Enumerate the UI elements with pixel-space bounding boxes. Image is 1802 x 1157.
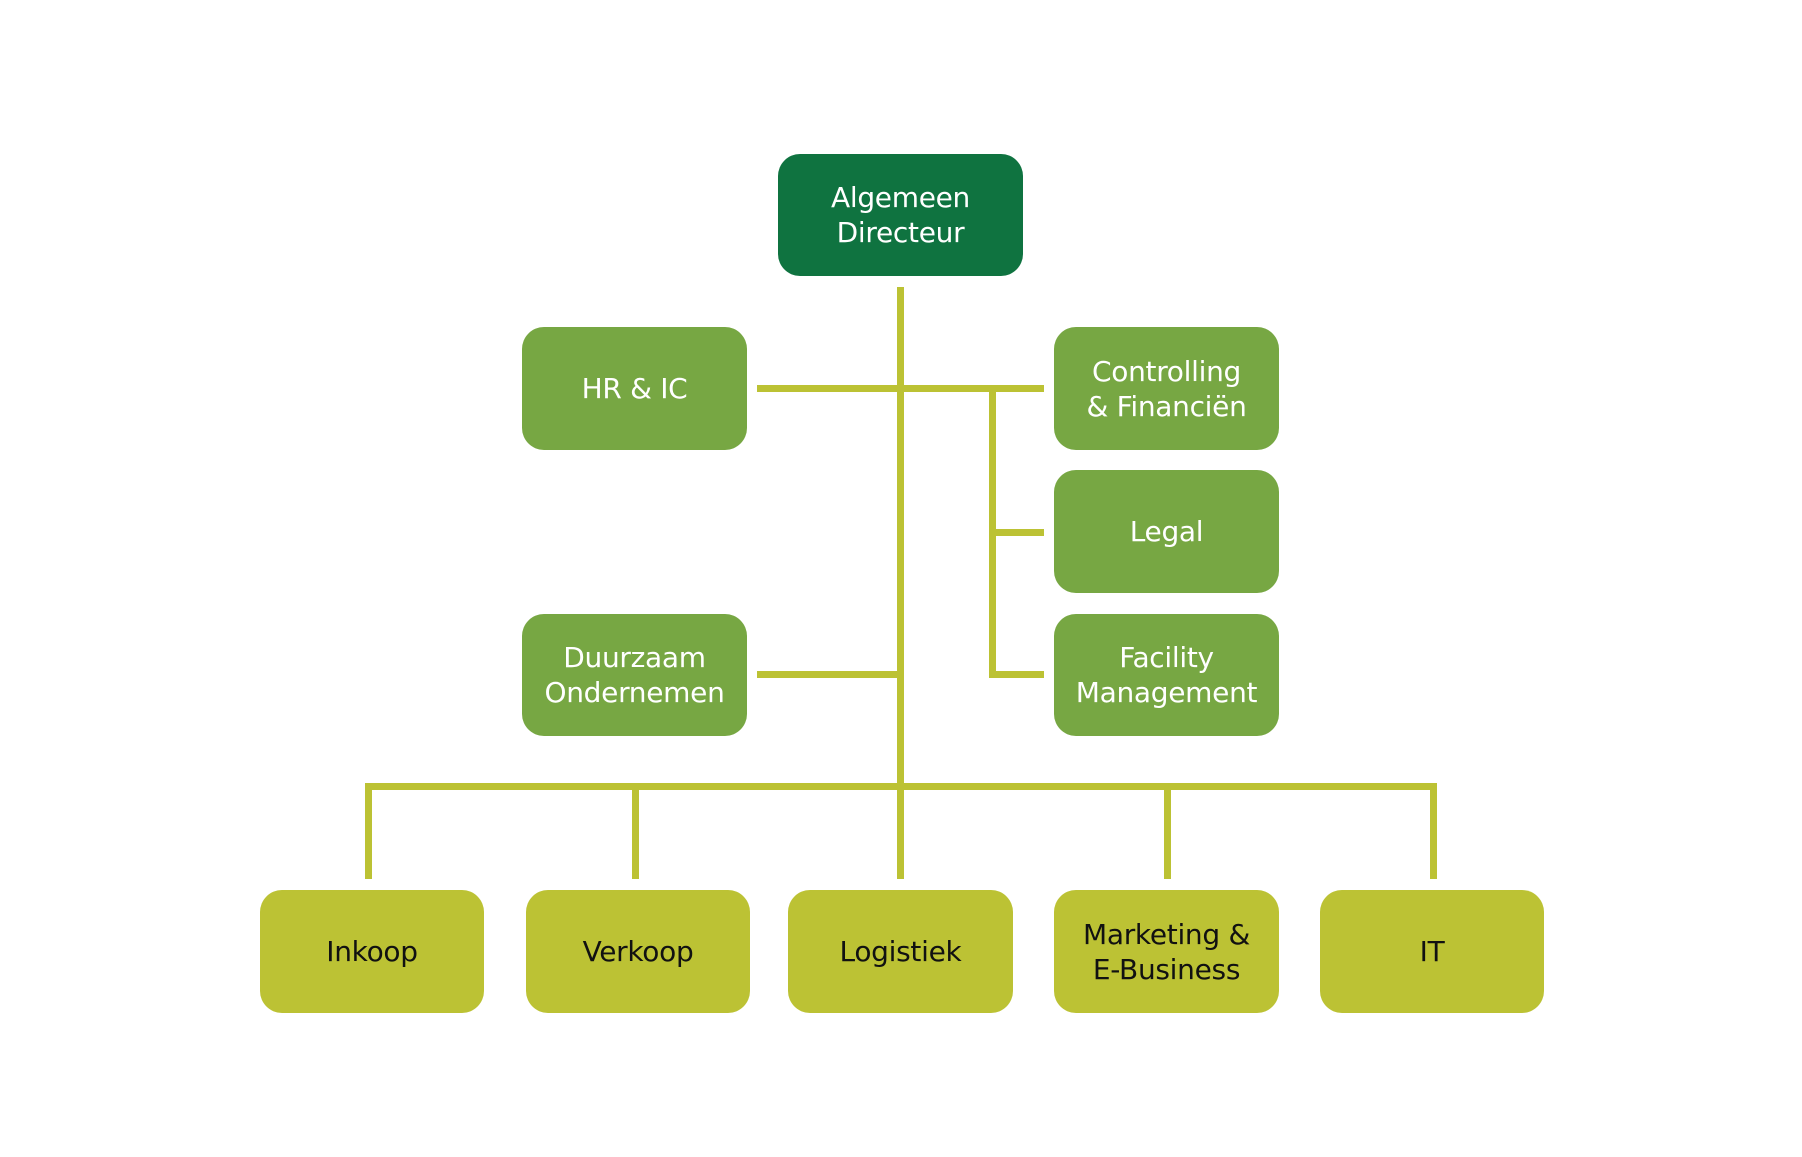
node-label: IT bbox=[1419, 935, 1445, 968]
connector-inkoop bbox=[365, 783, 372, 879]
node-label: Duurzaam Ondernemen bbox=[544, 641, 725, 709]
node-label: Verkoop bbox=[582, 935, 694, 968]
node-algemeen-directeur: Algemeen Directeur bbox=[778, 154, 1023, 276]
node-label: Algemeen Directeur bbox=[830, 181, 970, 249]
connector-logistiek bbox=[897, 783, 904, 879]
connector-hr-controlling bbox=[757, 385, 1044, 392]
node-label: Logistiek bbox=[839, 935, 962, 968]
node-duurzaam-ondernemen: Duurzaam Ondernemen bbox=[522, 614, 747, 736]
node-it: IT bbox=[1320, 890, 1544, 1013]
node-label: Controlling & Financiën bbox=[1086, 354, 1247, 423]
node-controlling-financien: Controlling & Financiën bbox=[1054, 327, 1279, 450]
node-logistiek: Logistiek bbox=[788, 890, 1013, 1013]
node-verkoop: Verkoop bbox=[526, 890, 750, 1013]
node-hr-ic: HR & IC bbox=[522, 327, 747, 450]
node-facility-management: Facility Management bbox=[1054, 614, 1279, 736]
node-marketing-e-business: Marketing & E-Business bbox=[1054, 890, 1279, 1013]
connector-marketing bbox=[1164, 783, 1171, 879]
node-legal: Legal bbox=[1054, 470, 1279, 593]
node-inkoop: Inkoop bbox=[260, 890, 484, 1013]
node-label: Marketing & E-Business bbox=[1083, 917, 1250, 986]
node-label: Inkoop bbox=[326, 935, 418, 968]
connector-trunk bbox=[897, 287, 904, 790]
connector-duurzaam bbox=[757, 671, 901, 678]
node-label: Legal bbox=[1129, 515, 1204, 548]
connector-it bbox=[1430, 783, 1437, 879]
connector-legal bbox=[989, 529, 1044, 536]
connector-verkoop bbox=[632, 783, 639, 879]
connector-facility bbox=[989, 671, 1044, 678]
node-label: HR & IC bbox=[581, 372, 688, 405]
node-label: Facility Management bbox=[1075, 641, 1258, 709]
